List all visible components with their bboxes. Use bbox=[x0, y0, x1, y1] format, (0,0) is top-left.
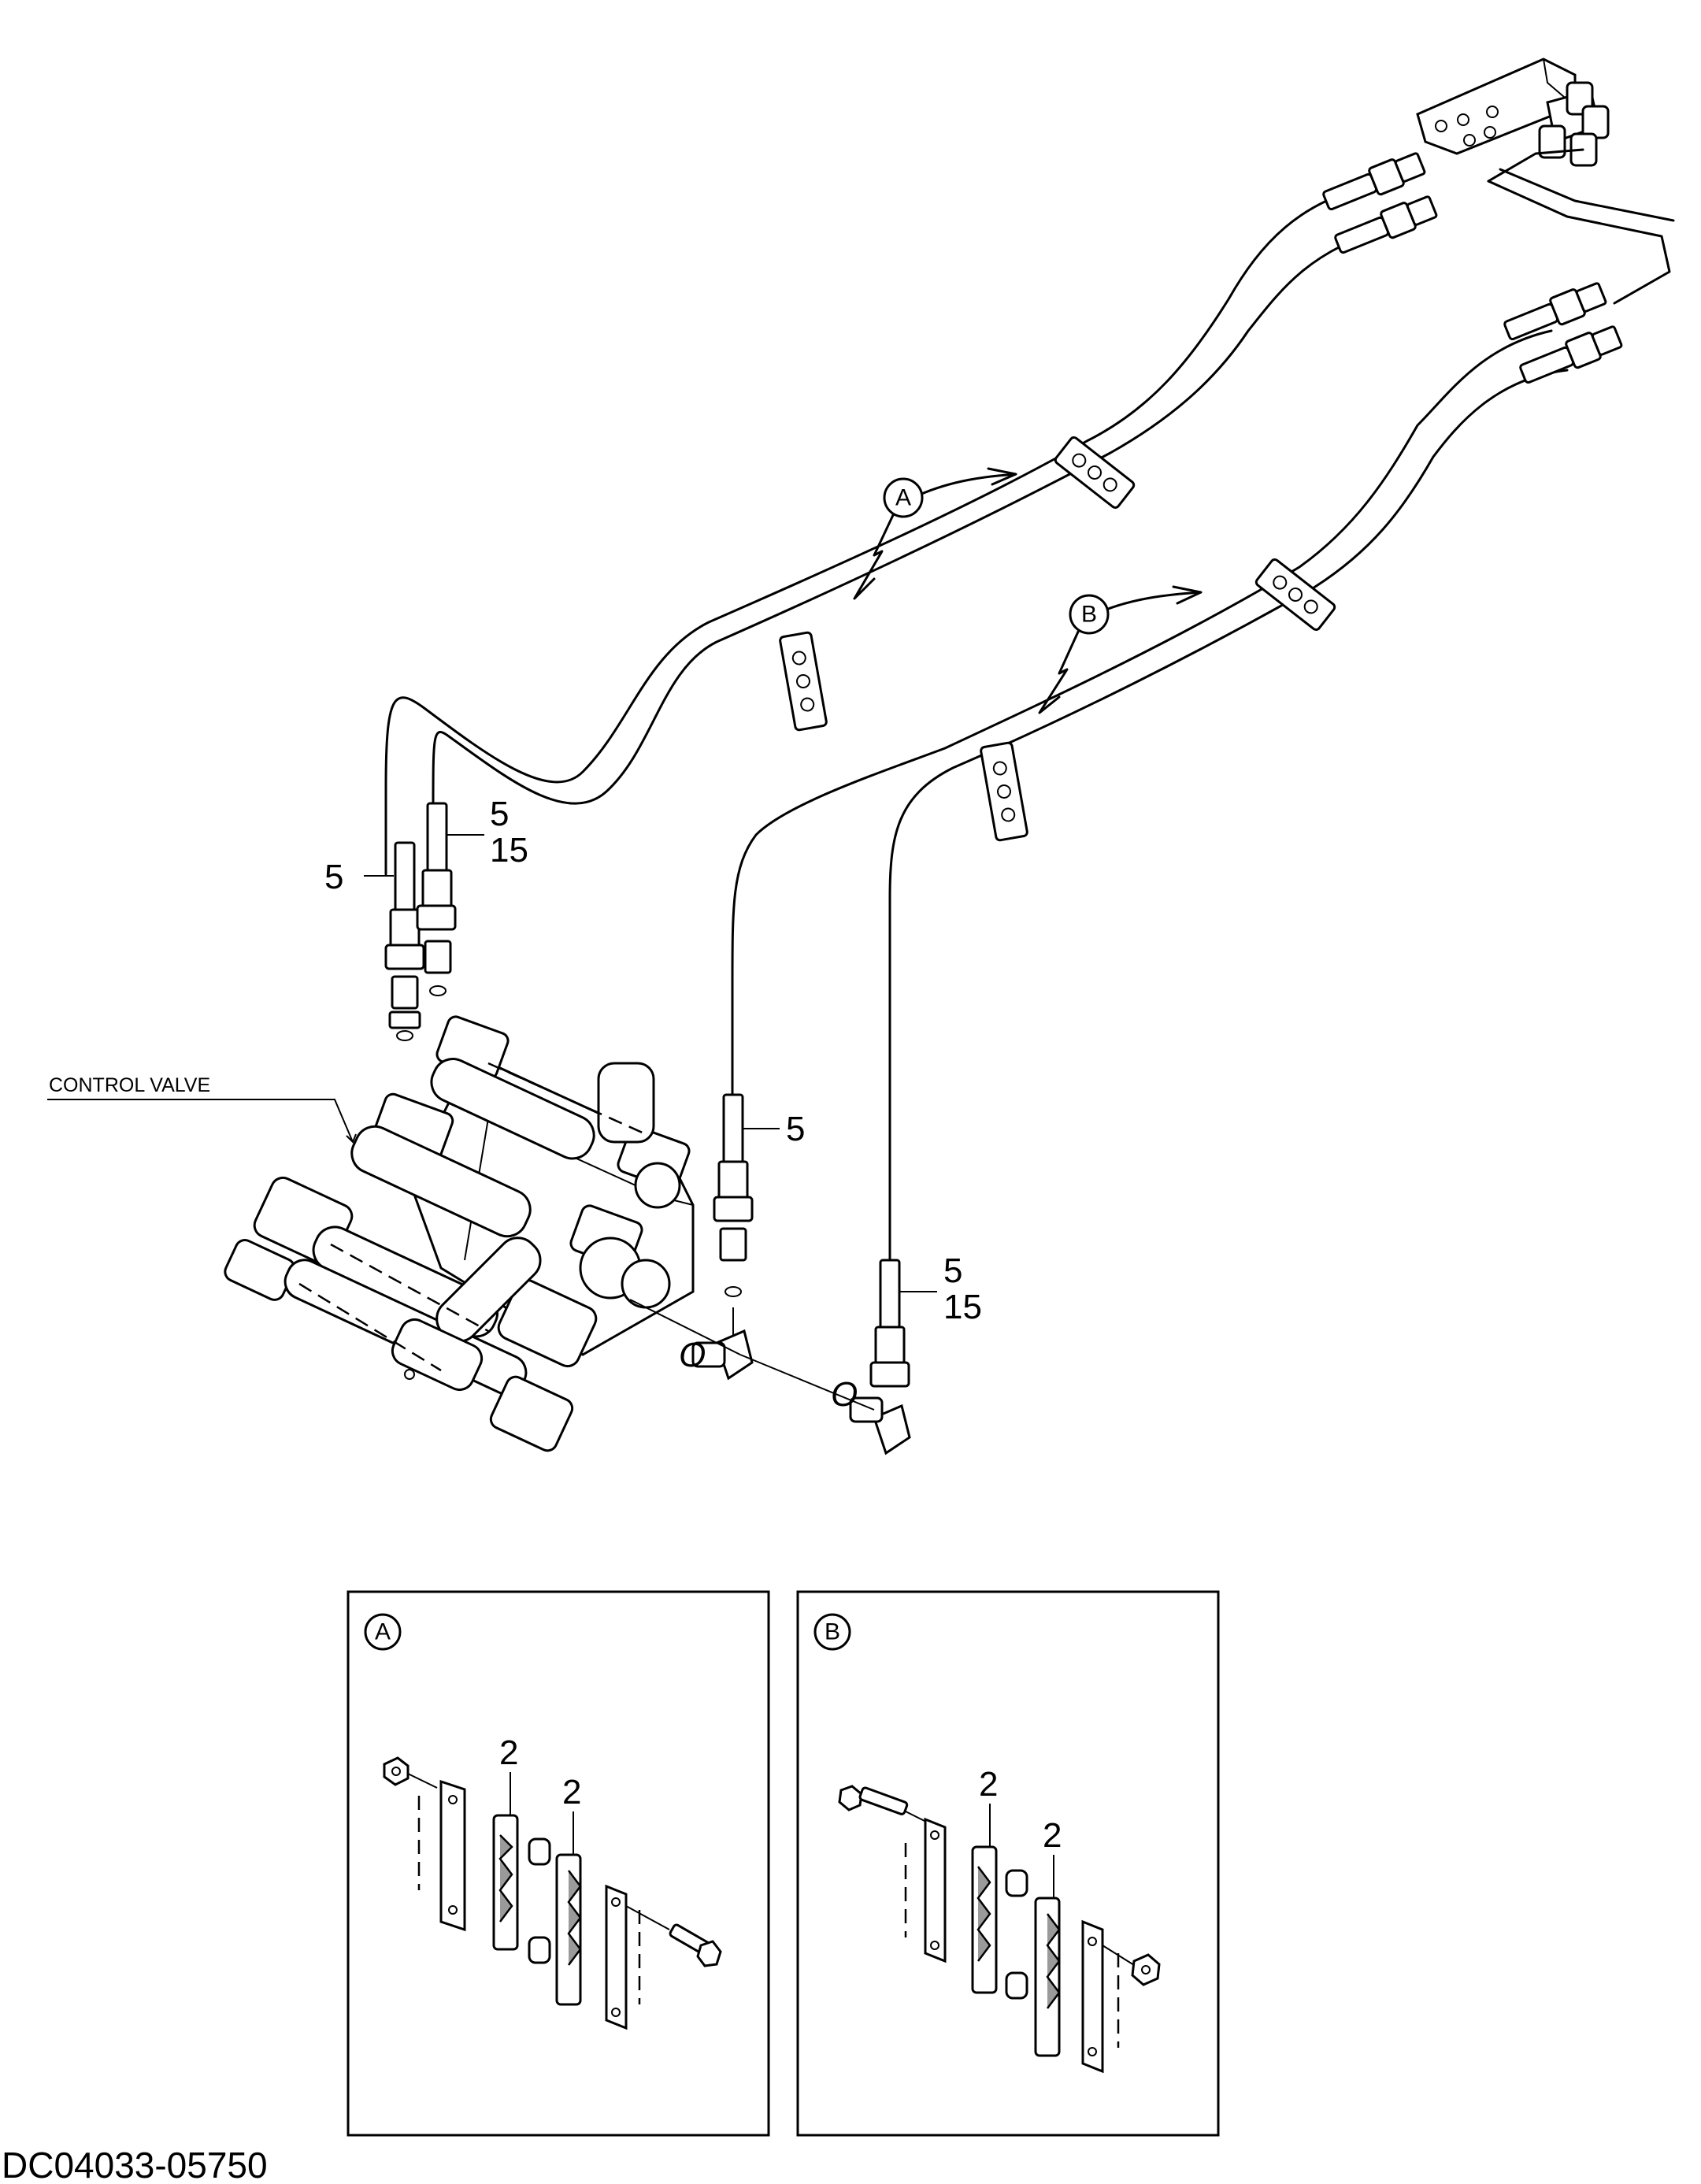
callout-detail-b-clamp-1: 2 bbox=[979, 1765, 998, 1847]
control-valve-assembly bbox=[224, 1015, 695, 1452]
detail-a-spacers bbox=[528, 1837, 551, 1964]
hose-route-b bbox=[731, 329, 1569, 1262]
svg-text:15: 15 bbox=[490, 831, 528, 870]
detail-a-nut bbox=[383, 1756, 410, 1786]
detail-b-nut bbox=[1131, 1953, 1161, 1986]
oring-mark-2: O bbox=[831, 1375, 858, 1414]
svg-text:15: 15 bbox=[943, 1288, 982, 1326]
callout-hose-upper-right: 5 15 bbox=[447, 795, 528, 870]
detail-box-a-letter: A bbox=[375, 1619, 391, 1645]
detail-a-bolt bbox=[669, 1923, 722, 1967]
detail-box-a: A bbox=[346, 1590, 770, 2137]
detail-marker-a-circle bbox=[883, 477, 924, 518]
detail-marker-a-leader: A bbox=[853, 467, 1017, 600]
callout-detail-b-clamp-2: 2 bbox=[1043, 1816, 1062, 1898]
detail-b-clamp-1 bbox=[971, 1845, 998, 1994]
elbow-fitting-1 bbox=[629, 1299, 754, 1381]
detail-marker-a-letter: A bbox=[895, 485, 911, 511]
svg-text:2: 2 bbox=[979, 1765, 998, 1804]
detail-a-plate-2 bbox=[605, 1884, 628, 2030]
elbow-fitting-2 bbox=[739, 1354, 911, 1455]
hose-clamps bbox=[779, 436, 1336, 842]
hose-end-left-2 bbox=[416, 802, 457, 996]
detail-b-spacers bbox=[1005, 1869, 1028, 2000]
callout-hose-mid: 5 bbox=[743, 1110, 805, 1148]
detail-b-clamp-2 bbox=[1034, 1897, 1061, 2057]
callout-detail-a-clamp-2: 2 bbox=[562, 1773, 581, 1855]
control-valve-label: CONTROL VALVE bbox=[49, 1074, 210, 1096]
detail-box-b-letter: B bbox=[825, 1619, 840, 1645]
detail-box-b: B bbox=[796, 1590, 1220, 2137]
callout-hose-lower: 5 15 bbox=[899, 1251, 982, 1326]
pilot-valve-bracket bbox=[1416, 57, 1675, 305]
hose-end-left-1 bbox=[384, 841, 425, 1041]
oring-mark-1: O bbox=[679, 1336, 706, 1374]
svg-text:2: 2 bbox=[1043, 1816, 1062, 1855]
hose-route-a bbox=[384, 184, 1388, 876]
detail-marker-b-circle bbox=[1069, 594, 1110, 635]
upper-hose-end-fittings bbox=[1322, 152, 1623, 384]
detail-b-plate-2 bbox=[1081, 1919, 1104, 2074]
svg-text:5: 5 bbox=[943, 1251, 962, 1290]
figure-code: DC04033-05750 bbox=[2, 2145, 268, 2184]
svg-text:5: 5 bbox=[786, 1110, 805, 1148]
control-valve-label-group: CONTROL VALVE bbox=[47, 1074, 357, 1144]
svg-text:5: 5 bbox=[490, 795, 509, 833]
detail-b-bolt bbox=[838, 1785, 909, 1815]
detail-a-plate-1 bbox=[439, 1779, 466, 1932]
svg-text:5: 5 bbox=[324, 858, 343, 896]
svg-text:2: 2 bbox=[562, 1773, 581, 1811]
detail-marker-b-letter: B bbox=[1081, 602, 1097, 628]
detail-b-plate-1 bbox=[924, 1817, 947, 1963]
detail-marker-b-leader: B bbox=[1038, 585, 1203, 714]
callout-hose-upper-left: 5 bbox=[324, 858, 394, 896]
detail-a-clamp-1 bbox=[492, 1814, 519, 1951]
callout-detail-a-clamp-1: 2 bbox=[499, 1733, 518, 1815]
hose-end-lower bbox=[869, 1259, 910, 1388]
svg-text:2: 2 bbox=[499, 1733, 518, 1772]
hose-end-mid bbox=[713, 1093, 754, 1347]
detail-a-clamp-2 bbox=[555, 1853, 582, 2006]
